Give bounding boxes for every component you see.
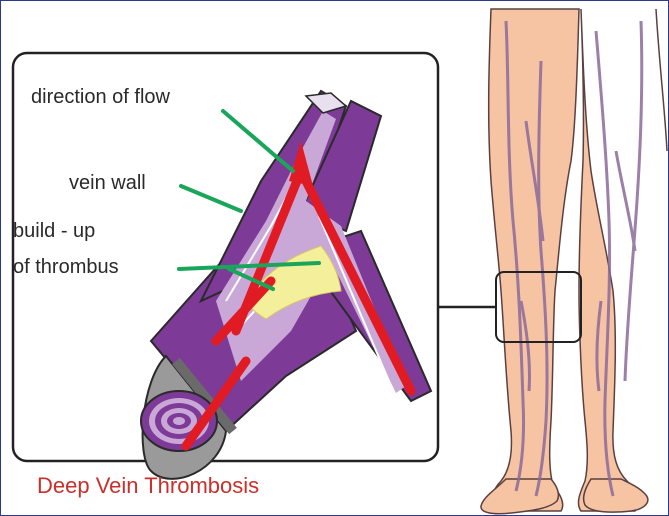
label-build-up-line1: build - up (13, 219, 95, 243)
label-direction-of-flow: direction of flow (31, 85, 170, 109)
left-leg (489, 9, 579, 511)
diagram-caption: Deep Vein Thrombosis (37, 473, 259, 499)
label-build-up-line2: of thrombus (13, 255, 119, 279)
label-vein-wall: vein wall (69, 171, 146, 195)
right-foot (584, 479, 648, 512)
legs-illustration (481, 9, 667, 514)
